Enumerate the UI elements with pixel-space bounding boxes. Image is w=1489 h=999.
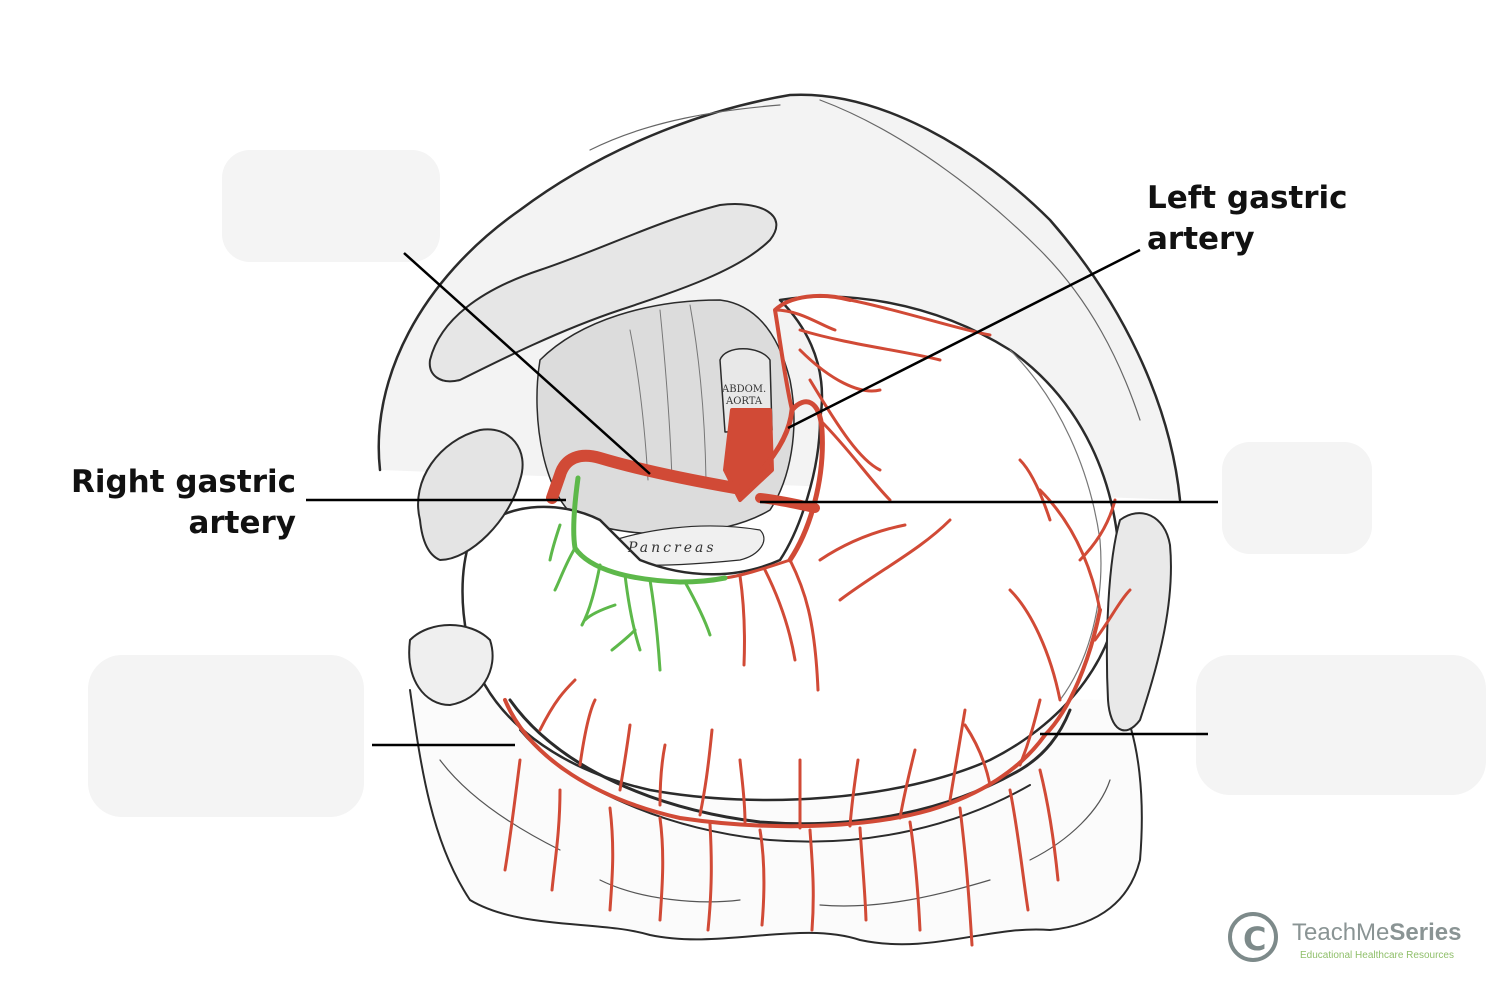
brand-name-light: TeachMe (1292, 919, 1390, 946)
brand-tagline: Educational Healthcare Resources (1300, 950, 1454, 961)
gastro-omental-arcade (503, 608, 1102, 829)
blank-label-bottom-right (1196, 655, 1486, 795)
right-gastric-label-line2: artery (188, 505, 296, 541)
blank-label-mid-right (1222, 442, 1372, 554)
lesser-curvature-red-branches (723, 518, 952, 692)
left-gastric-label-line1: Left gastric (1147, 180, 1348, 216)
right-gastric-artery-label: Right gastric artery (60, 462, 296, 544)
right-gastric-artery-path (571, 475, 728, 585)
left-gastric-artery-label: Left gastric artery (1147, 178, 1348, 260)
common-hepatic-artery (546, 449, 741, 504)
transverse-colon (508, 698, 1072, 826)
left-gastric-label-line2: artery (1147, 221, 1255, 257)
blank-label-boxes (88, 150, 1486, 817)
greater-curvature-branches (503, 458, 1132, 947)
teachmeseries-watermark: C TeachMeSeries Educational Healthcare R… (1228, 912, 1488, 972)
stomach (461, 295, 1122, 802)
blank-label-bottom-left (88, 655, 364, 817)
brand-name-bold: Series (1389, 919, 1462, 946)
duodenum (408, 624, 494, 706)
right-gastric-label-line1: Right gastric (70, 464, 296, 500)
anatomy-engraving: ABDOM. AORTA Pancreas (377, 93, 1182, 946)
arteries (503, 293, 1132, 947)
right-gastric-branches (548, 523, 712, 672)
leader-top-left (403, 252, 651, 475)
spleen (1105, 512, 1172, 732)
blank-label-top-left (222, 150, 440, 262)
copyright-logo-icon: C (1228, 912, 1278, 962)
leader-lines (306, 248, 1218, 747)
left-gastric-artery (757, 399, 825, 563)
engraving-aorta-line2: AORTA (725, 396, 763, 407)
brand-name: TeachMeSeries (1292, 918, 1461, 948)
engraving-aorta-line1: ABDOM. (721, 384, 766, 395)
logo-letter: C (1243, 920, 1267, 958)
engraving-pancreas: Pancreas (627, 540, 717, 556)
gallbladder (417, 428, 524, 561)
abdominal-aorta (723, 408, 774, 502)
reflected-liver-lobe (428, 203, 778, 383)
leader-left-gastric (787, 248, 1141, 430)
